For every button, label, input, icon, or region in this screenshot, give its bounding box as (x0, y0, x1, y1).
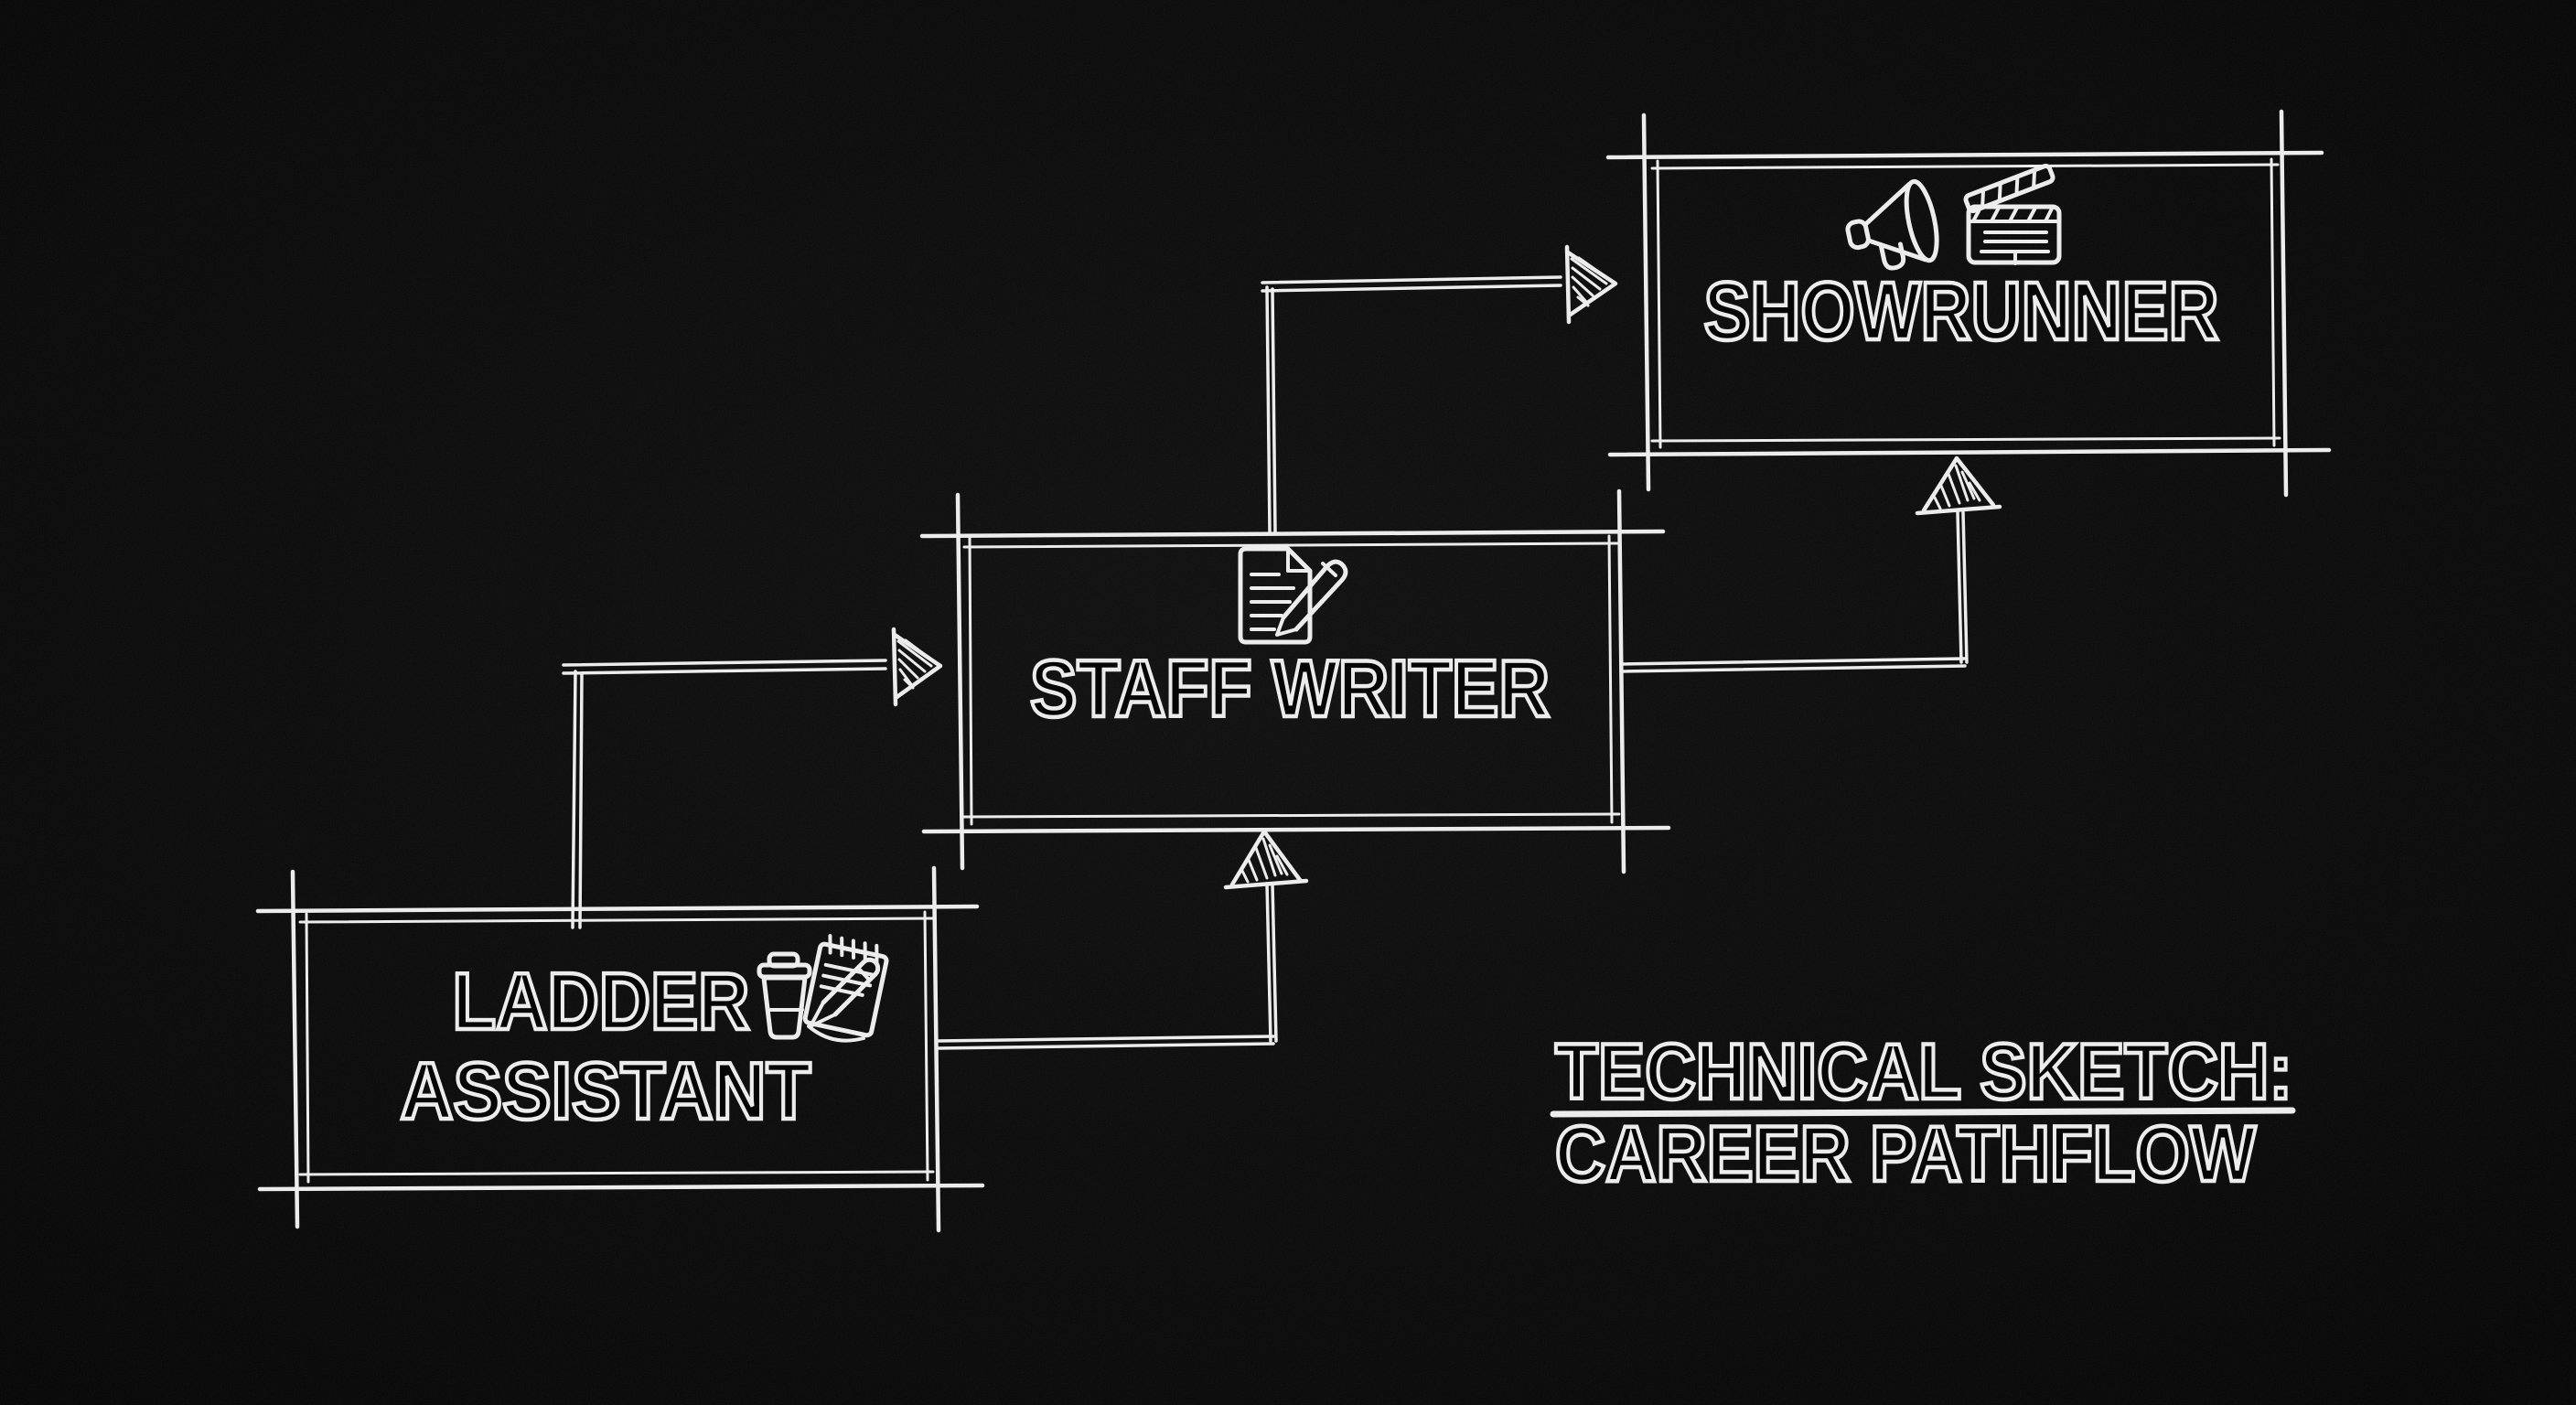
coffee-cup-icon (757, 951, 812, 1040)
showrunner-label: SHOWRUNNER (1704, 266, 2219, 358)
edge-ladder-to-staff-bottom (935, 829, 1309, 1050)
document-pencil-icon (1238, 546, 1348, 645)
arrowhead-up-1 (1223, 829, 1309, 890)
edge-staff-to-showrunner-top (1261, 244, 1618, 534)
megaphone-icon (1845, 178, 1939, 271)
title-underline (1550, 1107, 2296, 1118)
arrowhead-right-1 (891, 627, 943, 707)
edge-staff-to-showrunner-right (1619, 456, 2002, 673)
staff-writer-box (919, 488, 1671, 874)
ladder-assistant-box (255, 865, 985, 1233)
diagram-title-line2: CAREER PATHFLOW (1555, 1110, 2257, 1198)
ladder-assistant-label-line1: LADDER (453, 956, 750, 1046)
staff-writer-label: STAFF WRITER (1030, 643, 1550, 734)
arrowhead-right-2 (1564, 244, 1618, 325)
edge-ladder-to-staff-top (562, 627, 943, 929)
diagram-title-line1: TECHNICAL SKETCH: (1555, 1028, 2292, 1116)
ladder-assistant-label-line2: ASSISTANT (401, 1046, 811, 1136)
showrunner-box (1605, 109, 2332, 498)
notepad-pencil-icon (802, 934, 889, 1043)
arrowhead-up-2 (1915, 456, 2002, 516)
clapperboard-icon (1963, 164, 2062, 265)
